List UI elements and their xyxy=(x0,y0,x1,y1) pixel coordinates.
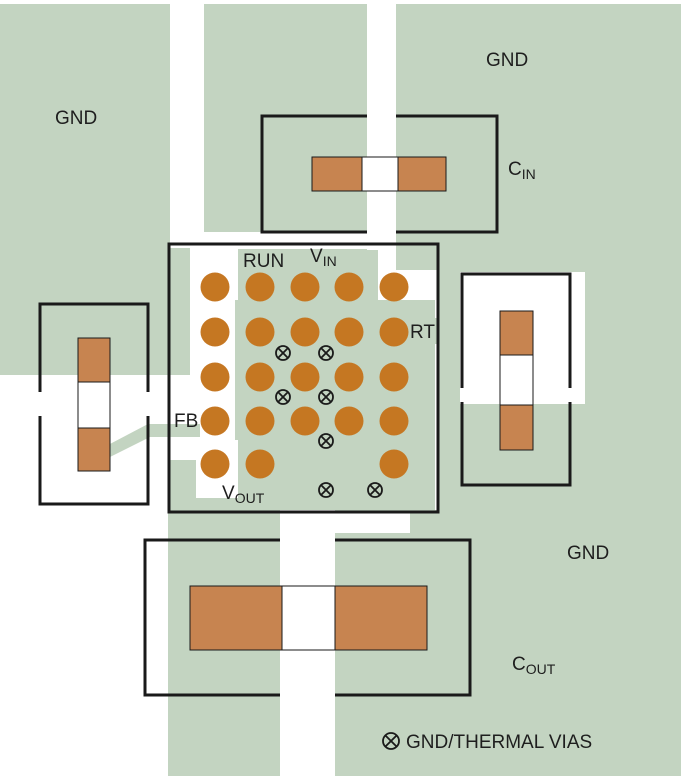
cout-gap-box xyxy=(281,585,336,651)
gnd-thermal-vias xyxy=(275,345,383,498)
ic-package-outline xyxy=(167,242,440,514)
bga-ball xyxy=(200,362,230,392)
vout-label-main: V xyxy=(222,483,235,504)
cout-pad-right xyxy=(334,585,428,651)
via-x-circle-icon xyxy=(275,345,291,361)
rt-pad-top xyxy=(499,310,534,356)
bga-ball xyxy=(334,406,364,436)
cin-label-sub: IN xyxy=(521,166,536,182)
cout-label: COUT xyxy=(512,654,556,677)
bga-ball xyxy=(200,317,230,347)
bga-ball xyxy=(379,272,409,302)
vin-label-sub: IN xyxy=(322,253,337,269)
left-cap-outline xyxy=(38,302,150,506)
rt-pad-bottom xyxy=(499,404,534,451)
fb-trace xyxy=(108,424,200,458)
bga-ball xyxy=(245,449,275,479)
rt-pin-label: RT xyxy=(410,322,435,343)
vout-label-sub: OUT xyxy=(234,490,265,506)
bga-ball xyxy=(200,406,230,436)
legend-text: GND/THERMAL VIAS xyxy=(406,732,593,753)
component-outlines xyxy=(38,114,572,697)
via-x-circle-icon xyxy=(367,482,383,498)
via-x-circle-icon xyxy=(318,345,334,361)
bga-ball xyxy=(200,272,230,302)
bga-ball xyxy=(245,362,275,392)
cin-gap-box xyxy=(361,156,399,192)
bga-ball xyxy=(334,317,364,347)
bga-ball xyxy=(379,362,409,392)
bga-ball xyxy=(290,317,320,347)
cin-outline xyxy=(260,114,499,234)
run-pin-label: RUN xyxy=(243,251,285,272)
cout-label-sub: OUT xyxy=(525,661,556,677)
gnd-label-top-right: GND xyxy=(486,50,529,71)
bga-ball xyxy=(379,449,409,479)
via-x-circle-icon xyxy=(318,433,334,449)
cin-label-main: C xyxy=(508,159,522,180)
bga-ball xyxy=(379,406,409,436)
cout-outline xyxy=(143,538,472,697)
cin-gap xyxy=(367,0,396,250)
bga-ball xyxy=(334,362,364,392)
fb-pin-label: FB xyxy=(174,411,199,432)
cin-pad-left xyxy=(311,156,363,192)
cout-label-main: C xyxy=(512,654,526,675)
gnd-plane-left xyxy=(0,4,190,375)
bga-ball xyxy=(245,406,275,436)
left-cap-gap-box xyxy=(77,381,111,429)
bga-ball xyxy=(334,272,364,302)
bga-ball xyxy=(290,362,320,392)
gnd-label-bottom-right: GND xyxy=(567,543,610,564)
component-pads xyxy=(77,156,534,651)
via-x-circle-icon xyxy=(318,389,334,405)
rt-resistor-outline xyxy=(460,272,572,487)
bga-ball xyxy=(245,272,275,302)
vin-pin-label: VIN xyxy=(310,246,337,269)
vin-label-main: V xyxy=(310,246,323,267)
bga-ball xyxy=(379,317,409,347)
bga-ball xyxy=(290,406,320,436)
cin-label: CIN xyxy=(508,159,536,182)
rt-gap-box xyxy=(499,354,534,406)
left-cap-pad-top xyxy=(77,337,111,383)
via-x-circle-icon xyxy=(382,732,400,750)
left-cap-pad-bottom xyxy=(77,427,111,472)
cout-pad-left xyxy=(189,585,283,651)
via-x-circle-icon xyxy=(275,389,291,405)
bga-balls xyxy=(200,272,409,479)
run-trace-plane xyxy=(204,4,367,232)
bga-ball xyxy=(290,272,320,302)
bga-ball xyxy=(245,317,275,347)
bga-ball xyxy=(200,449,230,479)
vout-pin-label: VOUT xyxy=(222,483,265,506)
via-x-circle-icon xyxy=(318,482,334,498)
gnd-label-left: GND xyxy=(55,108,98,129)
cin-pad-right xyxy=(397,156,447,192)
